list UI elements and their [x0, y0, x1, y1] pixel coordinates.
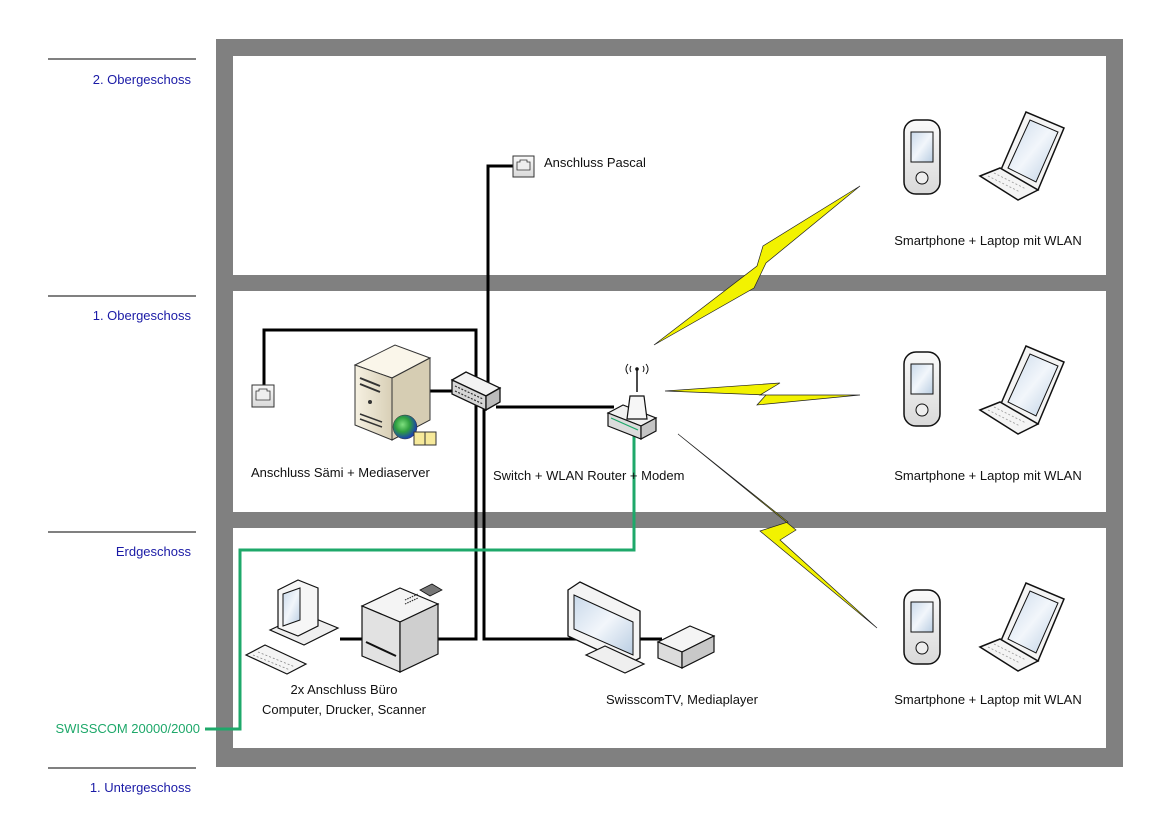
set-top-box-icon [656, 625, 716, 669]
laptop-icon [978, 582, 1065, 672]
wireless-links [653, 185, 878, 629]
smartphone-icon [903, 351, 941, 427]
device-label-buero-line1: 2x Anschluss Büro [291, 682, 398, 697]
device-buero[interactable]: 2x Anschluss Büro Computer, Drucker, Sca… [244, 579, 443, 717]
printer-icon [360, 583, 443, 673]
server-icon [353, 344, 437, 446]
floor-label-og1: 1. Obergeschoss [93, 308, 192, 323]
laptop-icon [978, 345, 1065, 435]
ethernet-socket-icon [512, 155, 535, 178]
wireless-bolt-eg [677, 433, 878, 629]
floor-label-ug1: 1. Untergeschoss [90, 780, 192, 795]
ceiling-eg [233, 512, 1106, 528]
device-router[interactable]: Switch + WLAN Router + Modem [493, 363, 684, 483]
desktop-computer-icon [244, 579, 340, 675]
switch-icon [450, 371, 502, 412]
wireless-router-icon [606, 363, 658, 440]
ethernet-socket-icon [251, 384, 275, 408]
wireless-bolt-og2 [653, 185, 861, 346]
device-label-wlan-eg: Smartphone + Laptop mit WLAN [894, 692, 1082, 707]
wlan-client-og1[interactable]: Smartphone + Laptop mit WLAN [894, 345, 1082, 483]
wall-left [216, 39, 233, 767]
floor-label-eg: Erdgeschoss [116, 544, 192, 559]
wall-top [216, 39, 1123, 56]
device-label-router: Switch + WLAN Router + Modem [493, 468, 684, 483]
building-walls [216, 39, 1123, 767]
device-saemi[interactable]: Anschluss Sämi + Mediaserver [251, 344, 502, 480]
device-label-buero-line2: Computer, Drucker, Scanner [262, 702, 427, 717]
device-label-tv: SwisscomTV, Mediaplayer [606, 692, 759, 707]
wall-bottom [216, 748, 1123, 767]
floor-labels: 2. Obergeschoss 1. Obergeschoss Erdgesch… [48, 58, 196, 795]
monitor-icon [567, 581, 646, 674]
device-tv[interactable]: SwisscomTV, Mediaplayer [567, 581, 759, 707]
isp-cable [205, 430, 636, 731]
laptop-icon [978, 111, 1065, 201]
device-label-wlan-og1: Smartphone + Laptop mit WLAN [894, 468, 1082, 483]
wireless-bolt-og1 [664, 382, 861, 406]
wall-right [1106, 39, 1123, 767]
device-pascal[interactable]: Anschluss Pascal [512, 155, 646, 178]
floor-label-og2: 2. Obergeschoss [93, 72, 192, 87]
wlan-client-eg[interactable]: Smartphone + Laptop mit WLAN [894, 582, 1082, 707]
device-label-wlan-og2: Smartphone + Laptop mit WLAN [894, 233, 1082, 248]
smartphone-icon [903, 589, 941, 665]
device-label-pascal: Anschluss Pascal [544, 155, 646, 170]
cable-tv [482, 404, 580, 641]
ceiling-og1 [233, 275, 1106, 291]
cable-pascal [486, 164, 513, 390]
device-label-saemi: Anschluss Sämi + Mediaserver [251, 465, 430, 480]
cable-saemi-socket [262, 328, 478, 386]
ethernet-cables [262, 164, 662, 641]
smartphone-icon [903, 119, 941, 195]
cable-buero [430, 402, 478, 641]
isp-label: SWISSCOM 20000/2000 [55, 721, 200, 736]
wlan-client-og2[interactable]: Smartphone + Laptop mit WLAN [894, 111, 1082, 248]
